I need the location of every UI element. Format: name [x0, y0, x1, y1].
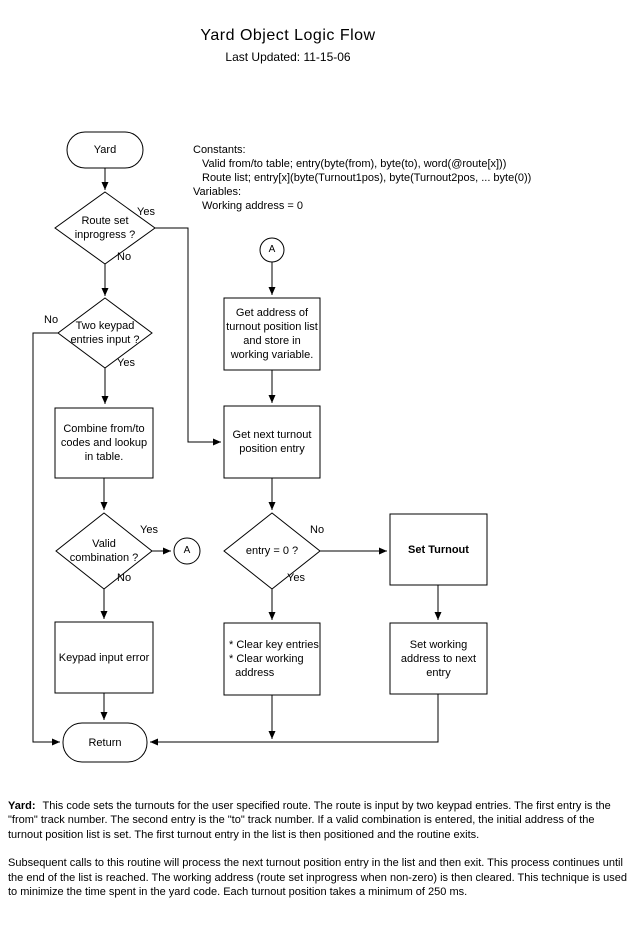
decision-entry-zero-shape — [223, 512, 321, 590]
process-get-next-label: Get next turnout position entry — [232, 429, 312, 455]
page-title: Yard Object Logic Flow — [200, 27, 376, 44]
process-get-next-shape — [223, 405, 321, 479]
process-get-address-label: Get address of turnout position list and… — [226, 307, 318, 361]
edge-twokeypad-no — [32, 332, 60, 746]
process-clear-shape — [223, 622, 321, 696]
decision-route-set-shape — [54, 191, 156, 265]
label-route-set-yes: Yes — [137, 206, 155, 218]
terminator-yard-label: Yard — [93, 144, 117, 156]
decision-route-set-label: Route set inprogress ? — [74, 215, 136, 241]
connector-a-mid-shape — [173, 537, 201, 565]
edge-routeset-yes — [155, 227, 221, 446]
terminator-return-shape — [62, 722, 148, 763]
decision-two-keypad-shape — [57, 297, 153, 369]
process-combine-label: Combine from/to codes and lookup in tabl… — [60, 423, 148, 463]
label-entry-zero-yes: Yes — [287, 572, 305, 584]
decision-valid-combination-shape — [55, 512, 153, 590]
process-set-working-label: Set working address to next entry — [400, 638, 477, 679]
variables-label: Variables: — [193, 186, 242, 198]
label-two-keypad-yes: Yes — [117, 357, 135, 369]
paragraph-1-text: This code sets the turnouts for the user… — [8, 800, 611, 841]
label-two-keypad-no: No — [44, 314, 59, 326]
constants-variables-note: Constants: Valid from/to table; entry(by… — [193, 143, 531, 213]
process-set-turnout-shape — [389, 513, 488, 586]
connector-a-mid-label: A — [183, 545, 191, 556]
decision-valid-combination-label: Valid combination ? — [69, 538, 139, 564]
terminator-return-label: Return — [88, 736, 122, 749]
yard-bold-label: Yard: — [8, 800, 36, 812]
process-keypad-error-shape — [54, 621, 154, 694]
process-set-working-shape — [389, 622, 488, 695]
constant-line-1: Valid from/to table; entry(byte(from), b… — [202, 158, 507, 170]
label-entry-zero-no: No — [310, 524, 325, 536]
process-keypad-error-label: Keypad input error — [58, 651, 150, 664]
constants-label: Constants: — [193, 144, 246, 156]
label-valid-no: No — [117, 572, 132, 584]
process-get-address-shape — [223, 297, 321, 371]
decision-two-keypad-label: Two keypad entries input ? — [70, 320, 140, 346]
process-set-turnout-label: Set Turnout — [408, 543, 469, 556]
description-paragraph-2: Subsequent calls to this routine will pr… — [8, 857, 627, 899]
process-clear-label: * Clear key entries * Clear working addr… — [229, 639, 319, 679]
terminator-yard-shape — [66, 131, 144, 169]
variable-line-1: Working address = 0 — [202, 200, 303, 212]
connector-a-top-shape — [259, 237, 285, 263]
edge-setworking-to-return — [150, 694, 439, 746]
connector-a-top-label: A — [268, 244, 276, 255]
description-text: Yard:This code sets the turnouts for the… — [8, 799, 628, 913]
constant-line-2: Route list; entry[x](byte(Turnout1pos), … — [202, 172, 532, 184]
description-paragraph-1: Yard:This code sets the turnouts for the… — [8, 799, 628, 842]
label-valid-yes: Yes — [140, 524, 158, 536]
page-subtitle: Last Updated: 11-15-06 — [225, 50, 351, 64]
decision-entry-zero-label: entry = 0 ? — [245, 545, 299, 557]
label-route-set-no: No — [117, 251, 132, 263]
process-combine-shape — [54, 407, 154, 479]
